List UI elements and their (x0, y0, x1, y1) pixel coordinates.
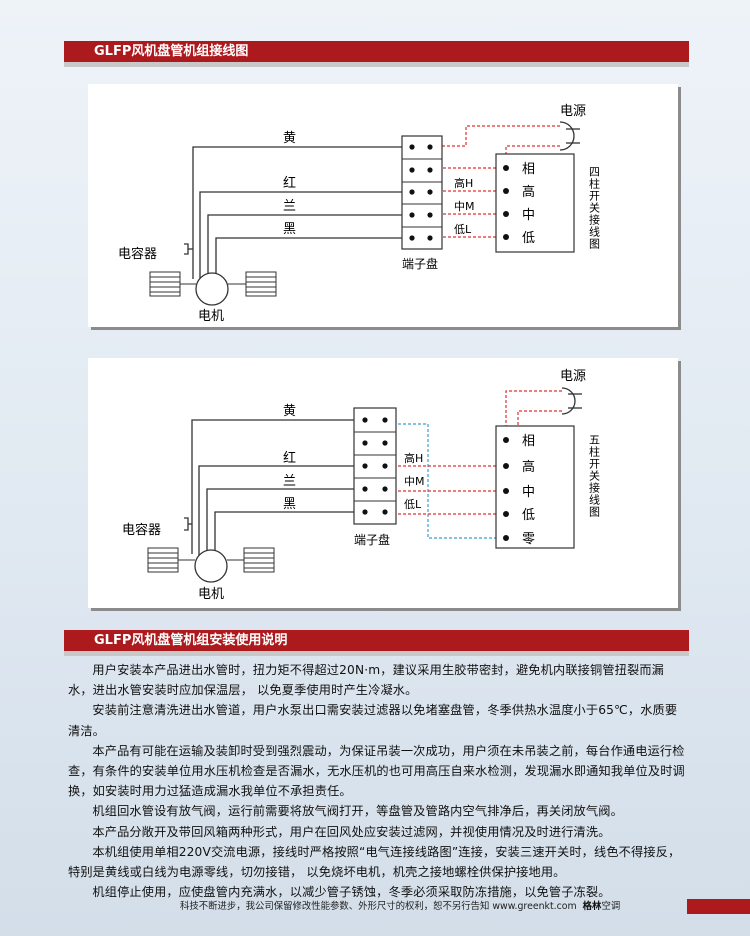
wire-label-blue: 兰 (283, 199, 296, 214)
switch-pos-high: 高 (522, 459, 535, 475)
switch-pos-phase: 相 (522, 162, 535, 177)
wire-label-yellow: 黄 (283, 404, 296, 419)
speed-label-low: 低L (404, 498, 422, 511)
speed-label-mid: 中M (404, 475, 425, 488)
wiring-diagram-4pin-svg: 黄 红 兰 黑 电容器 电机 端子盘 高H 中M 低L 电源 相 高 中 低 四… (118, 104, 601, 324)
speed-label-high: 高H (454, 176, 473, 190)
wiring-diagram-4pin: 黄 红 兰 黑 电容器 电机 端子盘 高H 中M 低L 电源 相 高 中 低 四… (88, 84, 678, 327)
switch-pos-mid: 中 (522, 485, 535, 500)
switch-diagram-label: 四柱开关接线图 (588, 166, 601, 250)
switch-pos-high: 高 (522, 184, 535, 200)
wire-label-black: 黑 (283, 497, 296, 512)
section-header-install: GLFP风机盘管机组安装使用说明 (64, 630, 689, 651)
footer-text: 科技不断进步，我公司保留修改性能参数、外形尺寸的权利，恕不另行告知 www.gr… (180, 901, 577, 912)
switch-pos-low: 低 (522, 231, 535, 246)
instruction-paragraph: 用户安装本产品进出水管时，扭力矩不得超过20N·m，建议采用生胶带密封，避免机内… (68, 663, 665, 698)
terminal-block (401, 135, 443, 250)
instruction-paragraph: 本机组使用单相220V交流电源，接线时严格按照“电气连接线路图”连接，安装三速开… (68, 844, 681, 880)
section-header-strip (64, 62, 689, 67)
brand-suffix: 空调 (601, 901, 621, 912)
brand-logo: 格林 (582, 901, 602, 912)
wire-label-yellow: 黄 (283, 131, 296, 146)
switch-pos-mid: 中 (522, 208, 535, 223)
switch-pos-phase: 相 (522, 434, 535, 449)
wiring-diagram-5pin: 黄 红 兰 黑 电容器 电机 端子盘 高H 中M 低L 电源 相 高 中 低 零… (88, 358, 678, 608)
switch-diagram-label: 五柱开关接线图 (588, 434, 601, 518)
wire-label-blue: 兰 (283, 474, 296, 489)
footer-accent-bar (687, 899, 750, 914)
motor-icon (194, 549, 228, 583)
section-title-install: GLFP风机盘管机组安装使用说明 (94, 633, 288, 648)
install-instructions: 用户安装本产品进出水管时，扭力矩不得超过20N·m，建议采用生胶带密封，避免机内… (68, 660, 688, 902)
instruction-paragraph: 安装前注意清洗进出水管道，用户水泵出口需安装过滤器以免堵塞盘管，冬季供热水温度小… (68, 703, 678, 738)
speed-label-mid: 中M (454, 200, 475, 213)
terminal-label: 端子盘 (354, 532, 390, 547)
wire-label-red: 红 (283, 175, 296, 191)
page-footer: 科技不断进步，我公司保留修改性能参数、外形尺寸的权利，恕不另行告知 www.gr… (180, 897, 680, 917)
power-plug-icon (561, 387, 576, 415)
section-header-strip (64, 651, 689, 656)
section-header-wiring: GLFP风机盘管机组接线图 (64, 41, 689, 62)
wire-label-red: 红 (283, 450, 296, 466)
switch-pos-low: 低 (522, 508, 535, 523)
speed-label-low: 低L (454, 223, 472, 236)
power-label: 电源 (560, 104, 586, 119)
speed-label-high: 高H (404, 451, 423, 465)
instruction-paragraph: 机组停止使用，应使盘管内充满水，以减少管子锈蚀，冬季必须采取防冻措施，以免管子冻… (92, 885, 611, 900)
switch-pos-neutral: 零 (522, 532, 535, 547)
terminal-label: 端子盘 (402, 256, 438, 271)
motor-icon (195, 272, 229, 306)
capacitor-label: 电容器 (118, 246, 157, 262)
power-label: 电源 (560, 369, 586, 384)
terminal-block (353, 407, 397, 525)
capacitor-icon (184, 243, 189, 255)
section-title-wiring: GLFP风机盘管机组接线图 (94, 44, 249, 59)
power-plug-icon (559, 121, 575, 151)
instruction-paragraph: 本产品分敞开及带回风箱两种形式，用户在回风处应安装过滤网，并视使用情况及时进行清… (92, 824, 611, 839)
motor-label: 电机 (198, 309, 224, 324)
wire-label-black: 黑 (283, 222, 296, 237)
wiring-diagram-5pin-svg: 黄 红 兰 黑 电容器 电机 端子盘 高H 中M 低L 电源 相 高 中 低 零… (122, 369, 601, 602)
capacitor-icon (184, 517, 189, 531)
instruction-paragraph: 机组回水管设有放气阀，运行前需要将放气阀打开，等盘管及管路内空气排净后，再关闭放… (92, 804, 623, 819)
capacitor-label: 电容器 (122, 522, 161, 538)
instruction-paragraph: 本产品有可能在运输及装卸时受到强烈震动，为保证吊装一次成功，用户须在未吊装之前，… (68, 743, 685, 799)
motor-label: 电机 (198, 587, 224, 602)
